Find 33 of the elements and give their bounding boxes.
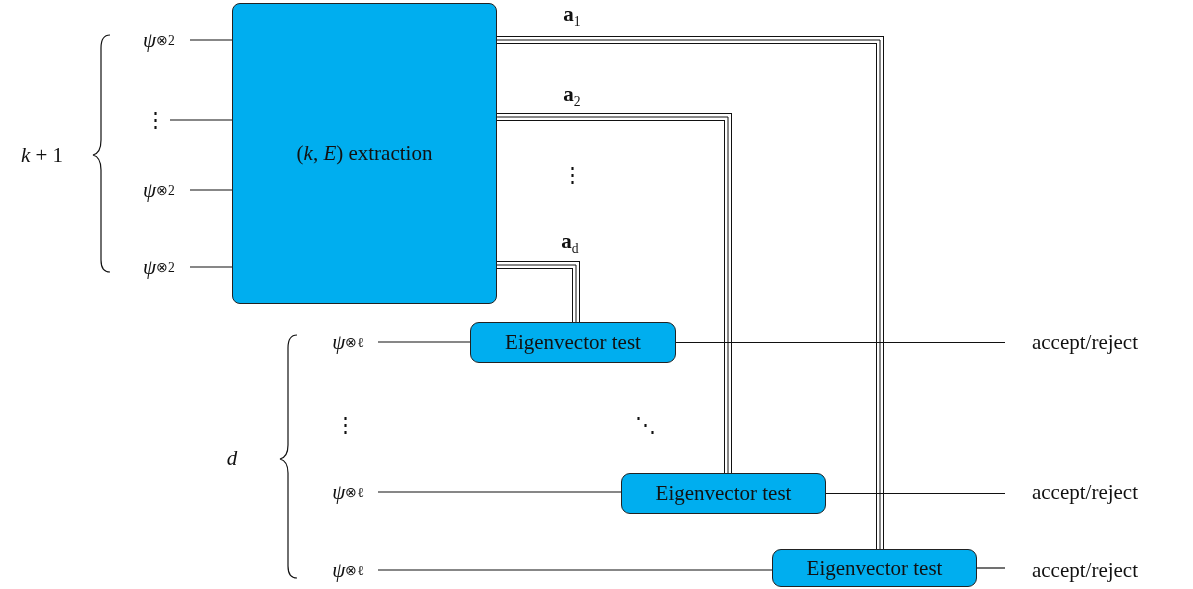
test-box xyxy=(772,549,977,587)
box-label: Eigenvector test xyxy=(806,555,943,581)
wire-label: accept/reject xyxy=(1005,555,1165,585)
wire xyxy=(377,341,471,343)
wire-label: accept/reject xyxy=(1005,327,1165,357)
annotation: ⋱ xyxy=(634,412,656,438)
classical-wire xyxy=(497,113,732,473)
edge-label: a$_{1}$ xyxy=(563,1,581,31)
wire-label: accept/reject xyxy=(1005,477,1165,507)
classical-wire xyxy=(497,261,580,322)
wire-label: ⋮ xyxy=(140,103,170,137)
wire xyxy=(189,266,233,268)
wire xyxy=(169,119,233,121)
classical-wire xyxy=(497,36,884,549)
wire xyxy=(189,189,233,191)
test-box xyxy=(621,473,826,514)
box-label: (k, E) extraction xyxy=(296,141,433,166)
annotation: ⋮ xyxy=(334,412,356,438)
test-box xyxy=(470,322,676,363)
wire xyxy=(976,567,1006,569)
extraction-box xyxy=(232,3,497,304)
wire xyxy=(377,491,622,493)
annotation: k + 1 xyxy=(20,142,64,168)
box-label: Eigenvector test xyxy=(655,481,792,506)
box-label: Eigenvector test xyxy=(505,330,641,355)
wire xyxy=(825,492,1006,495)
annotation: ⋮ xyxy=(561,162,583,188)
edge-label: a$_{d}$ xyxy=(561,228,579,258)
wire xyxy=(189,39,233,41)
edge-label: a$_{2}$ xyxy=(563,81,581,111)
annotation: d xyxy=(226,445,238,471)
wire xyxy=(377,569,773,571)
wire xyxy=(675,341,1006,344)
